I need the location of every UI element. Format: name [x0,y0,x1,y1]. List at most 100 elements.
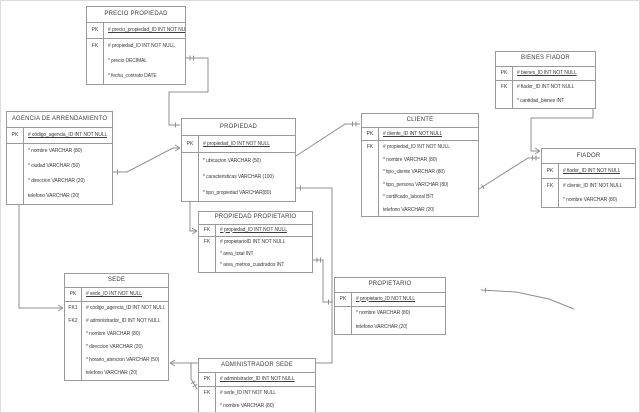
attr-cell: # sede_ID INT NOT NULL [86,291,142,297]
entity-row: * nombre VARCHAR (80) [7,144,112,159]
key-cell: PK [7,128,24,143]
attr-cell: # cliente_ID INT NOT NULL [563,183,623,189]
key-cell: PK [496,66,513,80]
attr-cell: # propiedad_ID INT NOT NULL [383,144,450,150]
attr-cell: # sede_ID INT NOT NULL [220,390,276,396]
entity-row: * caracteristicas VARCHAR (100) [182,169,295,185]
key-cell [182,153,199,169]
entity-row: FK# propiedad_ID INT NOT NULL [199,224,312,237]
entity-title: FIADOR [542,149,635,164]
entity-administrador-sede[interactable]: ADMINISTRADOR SEDE PK# administrador_ID … [198,358,316,412]
attr-cell: * precio DECIMAL [108,58,147,64]
attr-cell: * cantidad_bienes INT [517,97,565,104]
entity-title: PROPIEDAD PROPIETARIO [199,212,312,225]
attr-cell: # propietarioID INT NOT NULL [220,239,286,245]
entity-agencia-de-arrendamiento[interactable]: AGENCIA DE ARRENDAMIENTO PK# código_agen… [6,111,113,205]
entity-row: FK# sede_ID INT NOT NULL [199,387,315,400]
connector-marker [192,383,198,388]
key-cell: FK [87,39,104,54]
entity-row: telefono VARCHAR (20) [335,320,445,334]
attr-cell: * direccion VARCHAR (20) [28,178,85,184]
attr-cell: # cliente_ID INT NOT NULL [383,130,443,137]
entity-row: FK2# administrador_ID INT NOT NULL [65,315,168,328]
key-cell: PK [542,164,559,178]
entity-row: * certificado_laboral BIT [362,191,478,204]
entity-row: telefono VARCHAR (20) [65,367,168,380]
entity-body: PK# propiedad_ID INT NOT NULL* ubicacion… [182,136,295,201]
attr-cell: # código_agencia_ID INT NOT NULL [86,305,166,311]
attr-cell: # fiador_ID INT NOT NULL [517,84,575,90]
key-cell [362,166,379,179]
attr-cell: telefono VARCHAR (20) [356,323,408,330]
connector-cliente--fiador [478,157,540,190]
entity-title: CLIENTE [362,114,478,128]
attr-cell: # precio_propiedad_ID INT NOT NULL [108,27,185,33]
key-cell [496,94,513,108]
attr-cell: * tipo_cliente VARCHAR (80) [383,169,445,175]
entity-body: PK # bienes_ID INT NOT NULL FK # fiador_ID … [496,66,595,108]
attr-cell: * ciudad VARCHAR (50) [28,163,80,169]
key-cell: PK [199,373,216,386]
key-cell: FK [496,81,513,95]
entity-row: * tipo_persona VARCHAR (80) [362,178,478,191]
connector-marker [169,362,176,367]
attr-cell: * nombre VARCHAR (80) [356,310,410,316]
attr-cell: # bienes_ID INT NOT NULL [517,69,577,76]
key-cell [7,144,24,159]
attr-cell: telefono VARCHAR (20) [28,193,80,199]
entity-row: PK# propiedad_ID INT NOT NULL [182,136,295,153]
entity-title: PROPIEDAD [182,119,295,136]
key-cell [335,307,352,321]
entity-body: PK # precio_propiedad_ID INT NOT NULL FK# … [87,23,185,84]
attr-cell: * area_total INT [220,250,254,257]
connector-propiedad--cliente [295,123,360,157]
attr-cell: * nombre VARCHAR (80) [220,403,274,409]
connector-marker [534,147,541,152]
entity-propiedad-propietario[interactable]: PROPIEDAD PROPIETARIO FK# propiedad_ID I… [198,211,313,273]
key-cell: PK [362,127,379,140]
entity-row: FK# propiedad_ID INT NOT NULL [87,39,185,54]
key-cell: PK [65,288,82,301]
key-cell: PK [87,23,104,38]
key-cell [362,203,379,216]
key-cell [65,367,82,380]
entity-row: FK# propietarioID INT NOT NULL [199,237,312,249]
key-cell [362,153,379,166]
entity-row: FK1# código_agencia_ID INT NOT NULL [65,302,168,315]
entity-bienes-fiador[interactable]: BIENES FIADOR PK # bienes_ID INT NOT NULL… [495,51,596,109]
connector-propiedad--propiedad-propietario [189,198,197,232]
entity-propietario[interactable]: PROPIETARIO PK# propietario_ID NOT NULL*… [334,277,446,335]
entity-precio-propiedad[interactable]: PRECIO PROPIEDAD PK # precio_propiedad_ID… [86,6,186,85]
attr-cell: * fecha_contrato DATE [108,73,157,79]
entity-sede[interactable]: SEDE PK # sede_ID INT NOT NULL FK1# código… [64,273,169,381]
entity-title: PRECIO PROPIEDAD [87,7,185,23]
connector-propiedad-propietario--propietario [313,259,333,303]
connector-marker [169,359,176,364]
attr-cell: * caracteristicas VARCHAR (100) [203,174,274,180]
entity-row: PK # código_agencia_ID INT NOT NULL [7,128,112,144]
attr-cell: # código_agencia_ID INT NOT NULL [28,132,108,138]
entity-row: * nombre VARCHAR (80) [65,328,168,341]
connector-bienes-fiador--fiador [530,105,594,152]
entity-title: ADMINISTRADOR SEDE [199,359,315,373]
entity-title: SEDE [65,274,168,288]
entity-propiedad[interactable]: PROPIEDAD PK# propiedad_ID INT NOT NULL*… [181,118,296,202]
entity-row: * cantidad_bienes INT [496,94,595,108]
attr-cell: * horario_atencion VARCHAR (50) [86,357,160,363]
attr-cell: telefono VARCHAR (20) [86,370,138,376]
attr-cell: * area_metros_cuadrados INT [220,262,285,268]
attr-cell: * nombre VARCHAR (80) [86,331,140,337]
entity-row: FK # fiador_ID INT NOT NULL [496,81,595,95]
entity-row: * tipo_cliente VARCHAR (80) [362,166,478,179]
entity-row: PK# propietario_ID NOT NULL [335,292,445,307]
entity-row: * direccion VARCHAR (20) [7,174,112,189]
connector-marker [174,147,181,152]
entity-row: FK# cliente_ID INT NOT NULL [542,179,635,193]
entity-title: BIENES FIADOR [496,52,595,67]
